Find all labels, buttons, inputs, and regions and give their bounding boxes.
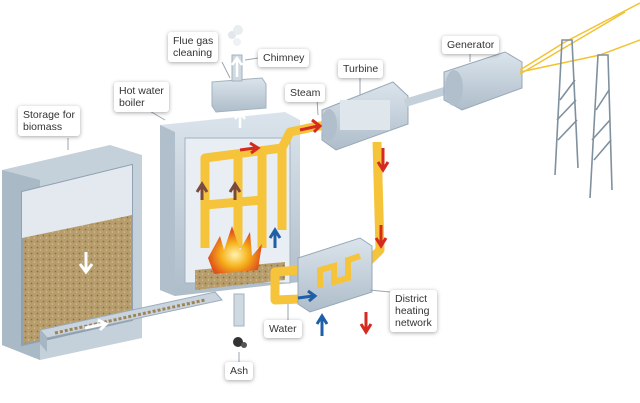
flue-up-arrow bbox=[234, 111, 246, 128]
conveyor-arrow bbox=[84, 318, 109, 332]
boiler-flame bbox=[208, 226, 262, 274]
flue-gas-cleaner bbox=[211, 25, 267, 113]
label-storage: Storage for biomass bbox=[18, 106, 80, 136]
label-steam: Steam bbox=[285, 84, 326, 102]
label-district-heating: District heating network bbox=[390, 290, 437, 332]
label-turbine: Turbine bbox=[338, 60, 384, 78]
label-flue-gas: Flue gas cleaning bbox=[168, 32, 219, 62]
storage-silo bbox=[2, 145, 142, 360]
heat-exchanger bbox=[297, 237, 373, 313]
flow-arrows bbox=[195, 118, 390, 336]
label-chimney: Chimney bbox=[258, 49, 310, 67]
pylons bbox=[554, 39, 613, 199]
turbine bbox=[321, 81, 450, 151]
label-water: Water bbox=[264, 320, 302, 338]
label-generator: Generator bbox=[442, 36, 500, 54]
chimney-up-arrow bbox=[230, 55, 244, 77]
label-boiler: Hot water boiler bbox=[114, 82, 169, 112]
ash-chute bbox=[233, 293, 247, 348]
silo-down-arrow bbox=[78, 252, 94, 275]
power-lines bbox=[519, 2, 640, 75]
label-ash: Ash bbox=[225, 362, 254, 380]
generator bbox=[443, 51, 523, 111]
